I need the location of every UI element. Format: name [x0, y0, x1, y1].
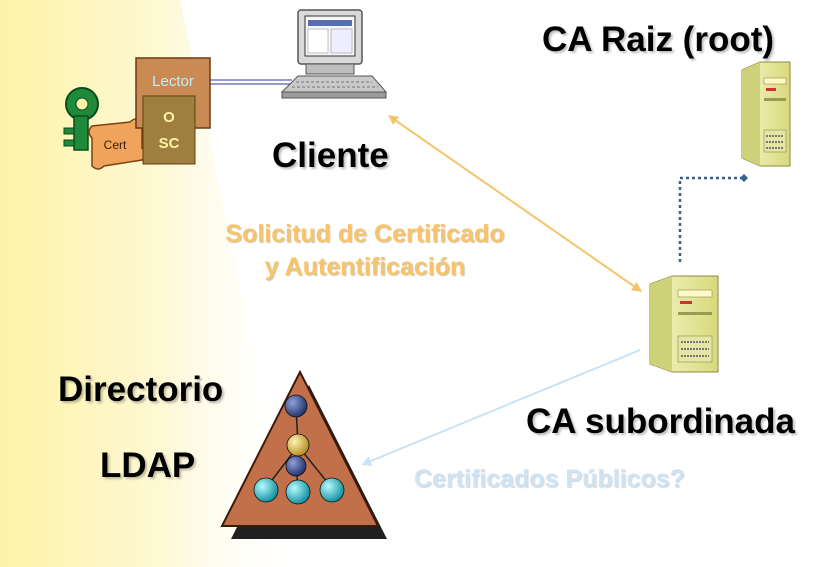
ldap-label: LDAP [100, 446, 196, 485]
public-certs-label: Certificados Públicos? [414, 465, 685, 493]
sub-ca-label: CA subordinada [526, 402, 795, 441]
reader-sc: SC [159, 135, 180, 152]
request-label: Solicitud de Certificado y Autentificaci… [180, 220, 550, 282]
root-ca-label: CA Raiz (root) [542, 20, 775, 59]
client-label: Cliente [272, 136, 389, 175]
subordinate-ca-server-icon [649, 275, 719, 373]
certificate-label: Cert [104, 138, 127, 152]
request-arrow [387, 115, 643, 292]
request-label-line1: Solicitud de Certificado [225, 220, 505, 248]
public-certs-arrow [361, 349, 641, 466]
reader-title: Lector [152, 73, 194, 90]
root-ca-server-icon [741, 61, 791, 167]
smartcard-slot [142, 95, 196, 165]
client-computer-icon [280, 9, 388, 99]
card-reader: Lector O SC [135, 57, 211, 165]
reader-cable [210, 79, 292, 85]
key-icon [63, 87, 99, 151]
request-label-line2: y Autentificación [264, 253, 466, 281]
root-link-connector [678, 174, 748, 262]
directory-label: Directorio [58, 370, 224, 409]
reader-or: O [163, 109, 175, 126]
ldap-directory-icon [220, 369, 387, 539]
